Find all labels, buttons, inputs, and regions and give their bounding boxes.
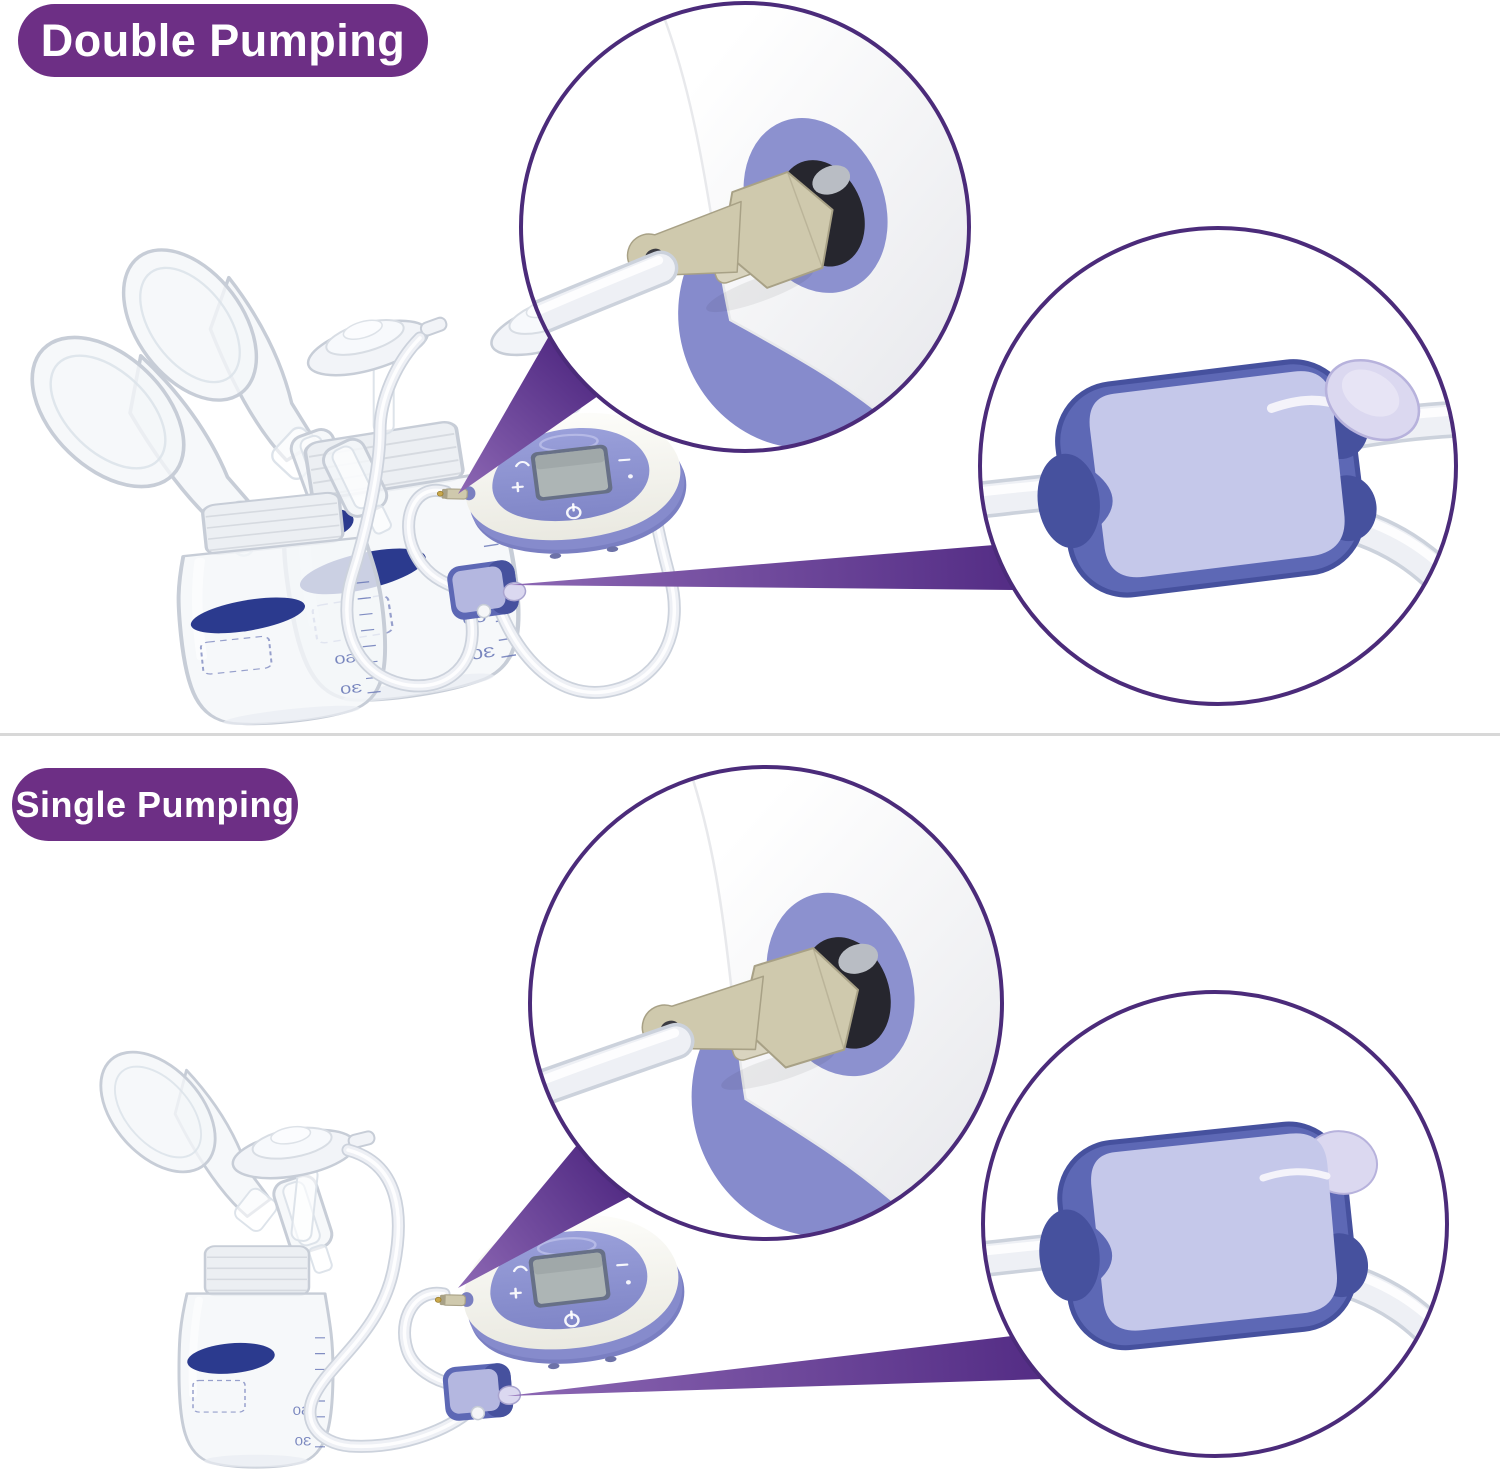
callout-splitter-single [981,990,1449,1458]
magnifier-circle [528,765,1004,1241]
magnifier-wedge-splitter-double [508,545,1014,590]
magnifier-wedge-pump-port-single [458,1145,631,1288]
photo-single-pumping [77,1029,691,1468]
milk-bottle [179,1246,333,1467]
section-divider [0,733,1500,736]
tubing-splitter [441,1360,523,1424]
callout-splitter-double [978,226,1458,706]
magnifier-circle [978,226,1458,706]
magnifier-circle [981,990,1449,1458]
magnifier-wedge-splitter-single [507,1336,1043,1396]
callout-pump-port-single [528,765,1004,1241]
double-pumping-badge: Double Pumping [18,4,428,77]
callout-pump-port-double [519,1,971,453]
magnifier-circle [519,1,971,453]
tubing [303,1143,473,1453]
breast-flange [77,1029,282,1236]
single-pumping-badge: Single Pumping [12,768,298,841]
magnifier-wedge-pump-port-double [458,336,598,494]
